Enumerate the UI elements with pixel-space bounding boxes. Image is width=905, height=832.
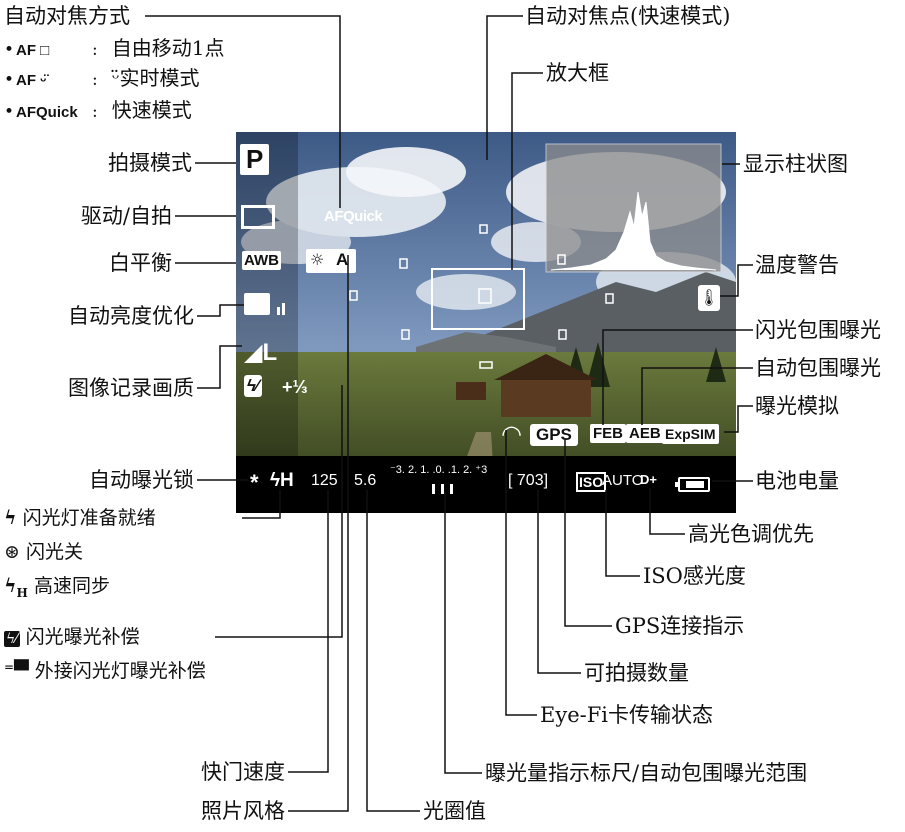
- lcd-gps: GPS: [530, 424, 578, 446]
- label-eyefi: Eye-Fi卡传输状态: [540, 703, 714, 727]
- sun-icon: ☼: [310, 250, 325, 269]
- label-iso: ISO感光度: [643, 564, 746, 588]
- label-ae-lock: 自动曝光锁: [89, 468, 194, 492]
- label-magnify: 放大框: [546, 61, 609, 85]
- lcd-picture-style-icon: ☼ A: [306, 249, 356, 273]
- label-drive: 驱动/自拍: [80, 204, 172, 228]
- label-image-quality: 图像记录画质: [68, 376, 194, 400]
- label-shutter: 快门速度: [201, 760, 285, 784]
- battery-icon: [675, 477, 710, 492]
- af-method-code: AFQuick: [16, 104, 78, 121]
- lcd-meter-marks: [432, 484, 454, 494]
- lcd-meter-scale: ⁻3. 2. 1. .0. .1. 2. ⁺3: [390, 464, 488, 476]
- flash-off-icon: ⊛: [4, 541, 20, 563]
- af-method-title: 自动对焦方式: [4, 4, 130, 28]
- label-feb: 闪光包围曝光: [755, 318, 881, 342]
- lcd-mode-p: P: [240, 144, 270, 175]
- lcd-flash-status: ϟH: [270, 470, 294, 491]
- lcd-shutter: 125: [311, 472, 338, 489]
- lcd-drive-icon: [241, 205, 275, 229]
- label-shots: 可拍摄数量: [584, 661, 689, 685]
- lcd-feb: FEB: [590, 424, 626, 443]
- af-method-item: •AF □:自由移动1点: [4, 36, 224, 63]
- ext-flash-comp-row: ⁼▀ 外接闪光灯曝光补偿: [4, 660, 206, 682]
- af-method-item: •AFQuick:快速模式: [4, 98, 192, 125]
- flash-off-row: ⊛ 闪光关: [4, 541, 83, 563]
- live-view-scene: [236, 132, 736, 513]
- lcd-eyefi-icon: ◠: [501, 420, 522, 448]
- flash-ready-row: ϟ 闪光灯准备就绪: [4, 507, 156, 529]
- label-temp-warning: 温度警告: [755, 253, 839, 277]
- label-exp-sim: 曝光模拟: [755, 394, 839, 418]
- flash-comp-row: ϟ⁄ 闪光曝光补偿: [4, 626, 140, 648]
- lcd-shots: [ 703]: [508, 472, 549, 489]
- label-af-point: 自动对焦点(快速模式): [525, 4, 731, 28]
- label-battery: 电池电量: [755, 469, 839, 493]
- label-white-balance: 白平衡: [109, 251, 172, 275]
- lcd-expsim: ExpSIM: [662, 424, 719, 444]
- label-aperture: 光圈值: [423, 799, 486, 823]
- label-aeb: 自动包围曝光: [755, 356, 881, 380]
- label-meter: 曝光量指示标尺/自动包围曝光范围: [485, 761, 808, 785]
- quality-fine-icon: ◢: [244, 339, 263, 366]
- external-flash-icon: ⁼▀: [4, 660, 29, 682]
- lcd-quality: ◢L: [244, 339, 278, 366]
- lcd-ae-lock: *: [250, 470, 259, 495]
- lcd-af-quick: AFQuick: [324, 208, 383, 225]
- lcd-aeb: AEB: [626, 424, 664, 443]
- af-method-code: AF ᵕ̈: [16, 72, 47, 89]
- lcd-temp-warning-icon: 🌡: [698, 285, 720, 311]
- lcd-awb: AWB: [242, 251, 281, 270]
- flash-comp-icon: ϟ⁄: [4, 631, 20, 647]
- label-alo: 自动亮度优化: [68, 304, 194, 328]
- label-highlight-tone: 高光色调优先: [688, 522, 814, 546]
- af-method-code: AF □: [16, 42, 50, 59]
- flash-ready-icon: ϟ: [4, 507, 17, 529]
- lcd-picture-style-letter: A: [336, 250, 349, 269]
- lcd-flash-comp-icon: ϟ⁄: [244, 375, 262, 397]
- high-speed-sync-icon: ϟH: [4, 575, 28, 600]
- label-picture-style: 照片风格: [201, 799, 285, 823]
- label-shooting-mode: 拍摄模式: [108, 151, 192, 175]
- live-view-screen: [236, 132, 736, 513]
- lcd-alo-icon: [244, 293, 285, 315]
- label-gps: GPS连接指示: [615, 614, 745, 638]
- lcd-iso-value: AUTO: [602, 472, 644, 489]
- af-method-item: •AF ᵕ̈:ᵕ̈实时模式: [4, 66, 199, 93]
- lcd-d-plus: D+: [640, 472, 657, 487]
- high-speed-row: ϟH 高速同步: [4, 575, 110, 600]
- lcd-aperture: 5.6: [354, 472, 377, 489]
- lcd-flash-comp-value: +⅓: [282, 377, 308, 397]
- label-histogram: 显示柱状图: [743, 152, 848, 176]
